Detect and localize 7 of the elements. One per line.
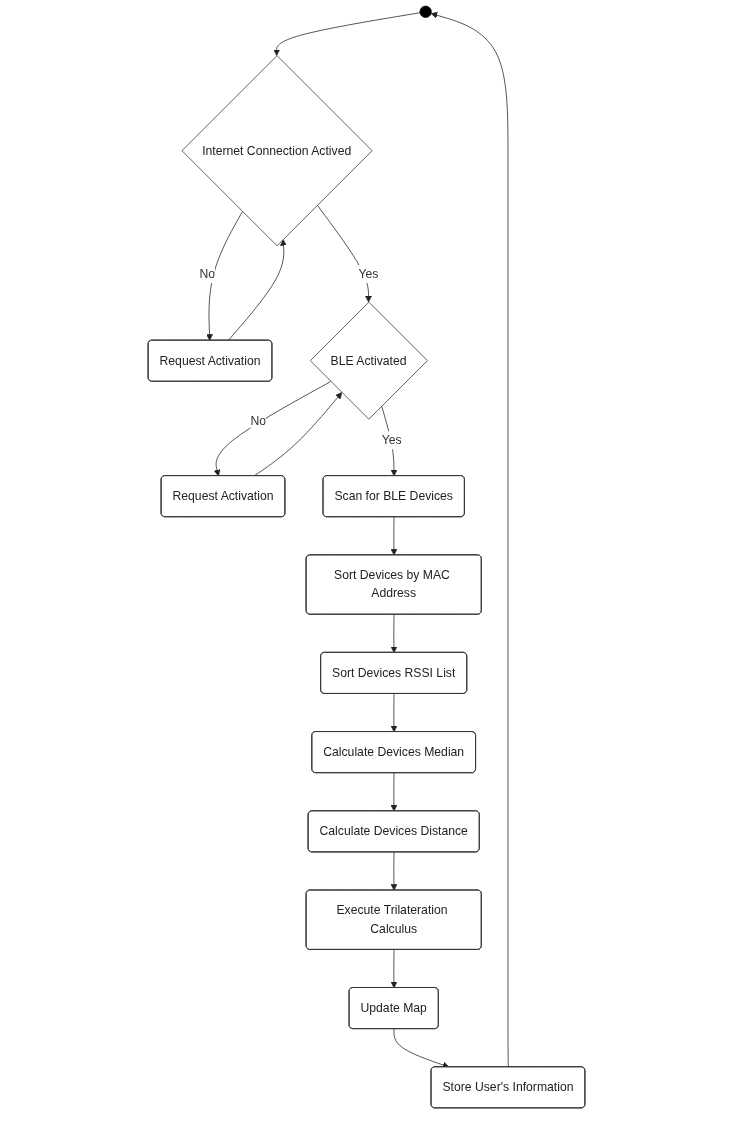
edge-label: Yes: [358, 267, 379, 281]
edge-label: No: [250, 414, 267, 428]
node-circle: [419, 5, 432, 18]
node-diamond: Internet Connection Actived: [181, 55, 373, 247]
node-diamond: BLE Activated: [310, 301, 428, 420]
edge-label: No: [199, 267, 216, 281]
edge-label: Yes: [381, 433, 402, 447]
